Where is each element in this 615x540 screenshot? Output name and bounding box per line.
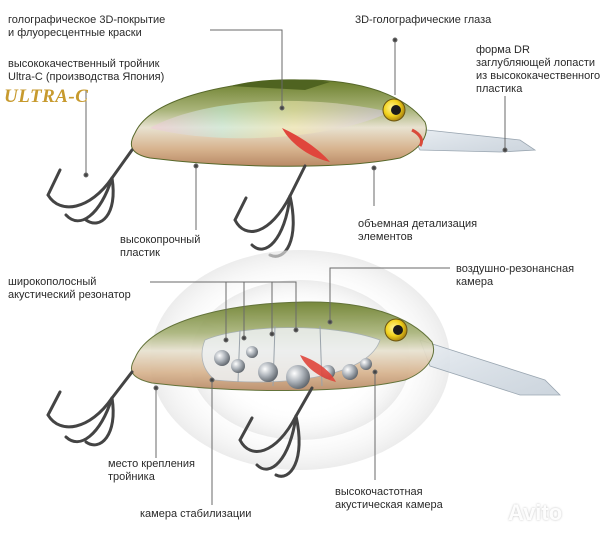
label-holo-coating: голографическое 3D-покрытие и флуоресцен… bbox=[8, 14, 166, 39]
lure-top bbox=[46, 79, 537, 258]
label-eyes: 3D-голографические глаза bbox=[355, 14, 492, 26]
label-air-chamber: воздушно-резонансная камера bbox=[456, 263, 575, 288]
leader-lines bbox=[83, 29, 508, 505]
label-detail: объемная детализация элементов bbox=[358, 218, 478, 243]
label-hf-chamber: высокочастотная акустическая камера bbox=[335, 486, 443, 511]
label-hook: высококачественный тройник Ultra-C (прои… bbox=[8, 58, 165, 83]
label-lip: форма DR заглубляющей лопасти из высокок… bbox=[476, 44, 601, 95]
label-hook-mount: место крепления тройника bbox=[108, 458, 195, 483]
label-stab-chamber: камера стабилизации bbox=[140, 508, 252, 520]
avito-watermark: Avito bbox=[508, 500, 563, 525]
ultra-c-logo: ULTRA-C bbox=[4, 86, 89, 107]
label-resonator: широкополосный акустический резонатор bbox=[8, 276, 131, 301]
label-plastic: высокопрочный пластик bbox=[120, 234, 201, 259]
